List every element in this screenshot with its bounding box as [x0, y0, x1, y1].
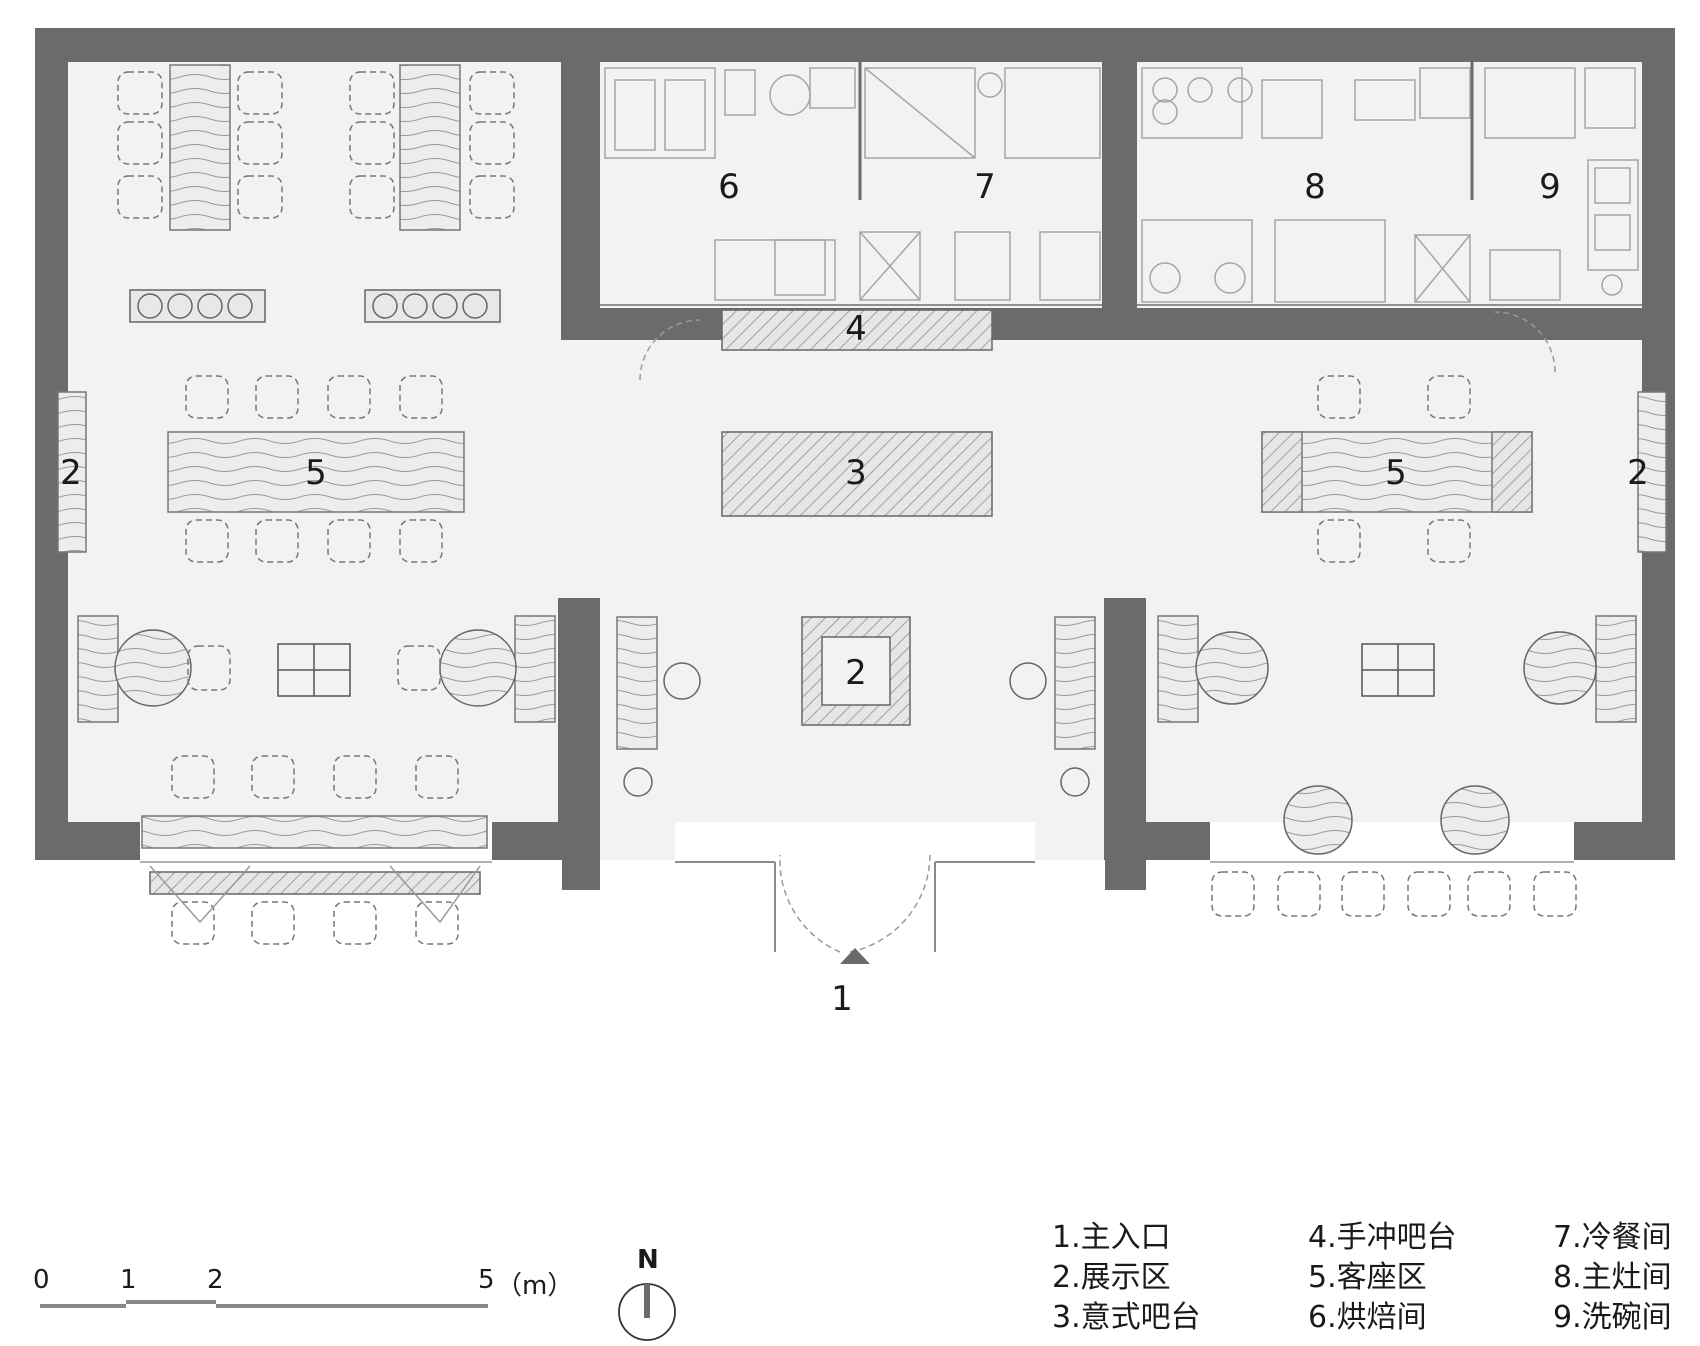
chair: [1211, 871, 1255, 917]
legend-item: 5.客座区: [1308, 1260, 1427, 1295]
chair: [171, 901, 215, 945]
wood-tables: [57, 64, 1667, 849]
north-label: N: [637, 1245, 659, 1275]
chair: [469, 175, 515, 219]
legend-item: 1.主入口: [1052, 1220, 1171, 1255]
chair: [117, 121, 163, 165]
window-bench-left: [149, 871, 481, 895]
scale-tick-5: 5: [478, 1265, 495, 1295]
zone-label-6: 6: [718, 167, 740, 207]
chair: [1317, 375, 1361, 419]
scale-tick-2: 2: [207, 1265, 224, 1295]
pour-over-bar: [721, 309, 993, 351]
doors: [639, 311, 1556, 953]
chair: [237, 71, 283, 115]
scale-tick-0: 0: [33, 1265, 50, 1295]
chair: [1467, 871, 1511, 917]
chair: [117, 175, 163, 219]
chair: [185, 519, 229, 563]
chair: [1317, 519, 1361, 563]
grid-displays: [277, 643, 1435, 697]
chair: [399, 519, 443, 563]
chair: [251, 901, 295, 945]
scale-tick-1: 1: [120, 1265, 137, 1295]
chair: [333, 901, 377, 945]
chair: [469, 71, 515, 115]
chair: [415, 901, 459, 945]
chair: [469, 121, 515, 165]
legend-col-3: 7.冷餐间 8.主灶间 9.洗碗间: [1553, 1218, 1672, 1338]
chair: [349, 71, 395, 115]
zone-labels: 1 2 2 2 3 4 5 5 6 7 8 9: [60, 167, 1649, 1019]
chair: [255, 519, 299, 563]
legend-item: 3.意式吧台: [1052, 1300, 1201, 1335]
chair: [397, 645, 441, 691]
chair: [1407, 871, 1451, 917]
chair: [1427, 375, 1471, 419]
zone-label-4: 4: [845, 309, 867, 349]
chair: [1533, 871, 1577, 917]
round-tables: [114, 629, 1597, 855]
chair: [333, 755, 377, 799]
zone-label-1: 1: [831, 979, 853, 1019]
legend-item: 8.主灶间: [1553, 1260, 1672, 1295]
chair: [255, 375, 299, 419]
legend-col-2: 4.手冲吧台 5.客座区 6.烘焙间: [1308, 1218, 1457, 1338]
chair: [327, 519, 371, 563]
kitchen-equipment: [604, 67, 1639, 303]
chair: [171, 755, 215, 799]
legend-item: 7.冷餐间: [1553, 1220, 1672, 1255]
zone-label-7: 7: [974, 167, 996, 207]
scale-unit: （m）: [496, 1271, 574, 1301]
chair: [237, 175, 283, 219]
chair: [349, 175, 395, 219]
chair: [327, 375, 371, 419]
entrance-arrow: [840, 948, 870, 964]
legend-item: 4.手冲吧台: [1308, 1220, 1457, 1255]
bars: [149, 309, 993, 895]
espresso-bar: [721, 431, 993, 517]
zone-label-2-center: 2: [845, 653, 867, 693]
zone-label-2-left: 2: [60, 453, 82, 493]
zone-label-5-right: 5: [1385, 453, 1407, 493]
chair: [237, 121, 283, 165]
chair: [1277, 871, 1321, 917]
scale-bar: [40, 1300, 488, 1308]
display-center-inner: [821, 636, 891, 706]
kitchen-outlines: [600, 62, 1642, 306]
legend-col-1: 1.主入口 2.展示区 3.意式吧台: [1052, 1218, 1201, 1338]
chair: [1427, 519, 1471, 563]
zone-label-9: 9: [1539, 167, 1561, 207]
entrance-frame: [675, 861, 1035, 952]
north-arrow: [618, 1283, 676, 1341]
legend-item: 9.洗碗间: [1553, 1300, 1672, 1335]
zone-label-5-left: 5: [305, 453, 327, 493]
chair: [399, 375, 443, 419]
chair: [187, 645, 231, 691]
legend-item: 6.烘焙间: [1308, 1300, 1427, 1335]
chair: [117, 71, 163, 115]
chair: [415, 755, 459, 799]
zone-label-3: 3: [845, 453, 867, 493]
chair: [1341, 871, 1385, 917]
zone-label-8: 8: [1304, 167, 1326, 207]
window-lines: [140, 861, 1574, 924]
legend-item: 2.展示区: [1052, 1260, 1171, 1295]
chair: [185, 375, 229, 419]
chairs: [117, 71, 1577, 945]
chair: [251, 755, 295, 799]
planters: [129, 289, 501, 323]
zone-label-2-right: 2: [1627, 453, 1649, 493]
chair: [349, 121, 395, 165]
